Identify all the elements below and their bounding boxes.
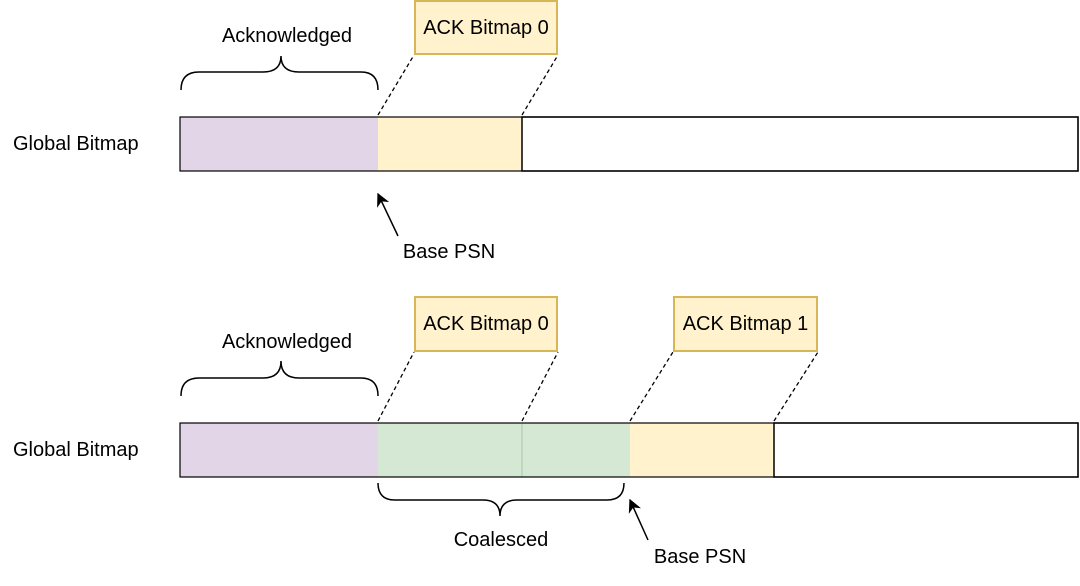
bottom-connector-ack0-left bbox=[377, 351, 415, 422]
top-base-psn-arrow bbox=[377, 192, 399, 237]
top-ack-bitmap-0-box: ACK Bitmap 0 bbox=[414, 0, 558, 55]
top-acknowledged-brace bbox=[180, 55, 379, 91]
bottom-coalesced-segment-a bbox=[378, 423, 522, 477]
top-diagram bbox=[179, 54, 1079, 237]
bottom-coalesced-brace bbox=[377, 482, 625, 517]
bottom-base-psn-label: Base PSN bbox=[653, 546, 747, 568]
top-acknowledged-segment bbox=[180, 117, 378, 171]
bottom-coalesced-segment-b bbox=[522, 423, 630, 477]
bottom-global-bitmap-outline bbox=[179, 422, 1079, 478]
bottom-acknowledged-label: Acknowledged bbox=[221, 331, 353, 353]
top-global-bitmap-outline bbox=[179, 116, 1079, 172]
top-acknowledged-label: Acknowledged bbox=[221, 25, 353, 47]
bottom-empty-segment bbox=[773, 422, 1079, 478]
top-connector-right bbox=[521, 54, 559, 116]
top-base-psn-label: Base PSN bbox=[402, 241, 496, 263]
bottom-acknowledged-segment bbox=[180, 423, 378, 477]
bottom-connector-ack1-right bbox=[773, 351, 819, 422]
bottom-ack-bitmap-1-box: ACK Bitmap 1 bbox=[673, 296, 818, 352]
bottom-connector-ack0-right bbox=[521, 351, 559, 422]
top-empty-segment bbox=[521, 116, 1079, 172]
top-connector-left bbox=[377, 54, 415, 116]
bottom-diagram bbox=[179, 351, 1079, 541]
bottom-row-label: Global Bitmap bbox=[13, 439, 139, 461]
bottom-acknowledged-brace bbox=[180, 360, 379, 397]
top-ack-bitmap-0-segment bbox=[378, 117, 522, 171]
bottom-ack-bitmap-0-box: ACK Bitmap 0 bbox=[414, 296, 558, 352]
bottom-ack-bitmap-1-segment bbox=[630, 423, 774, 477]
bottom-base-psn-arrow bbox=[628, 498, 649, 541]
bottom-connector-ack1-left bbox=[629, 351, 674, 422]
top-row-label: Global Bitmap bbox=[13, 133, 139, 155]
bottom-coalesced-label: Coalesced bbox=[453, 529, 549, 551]
